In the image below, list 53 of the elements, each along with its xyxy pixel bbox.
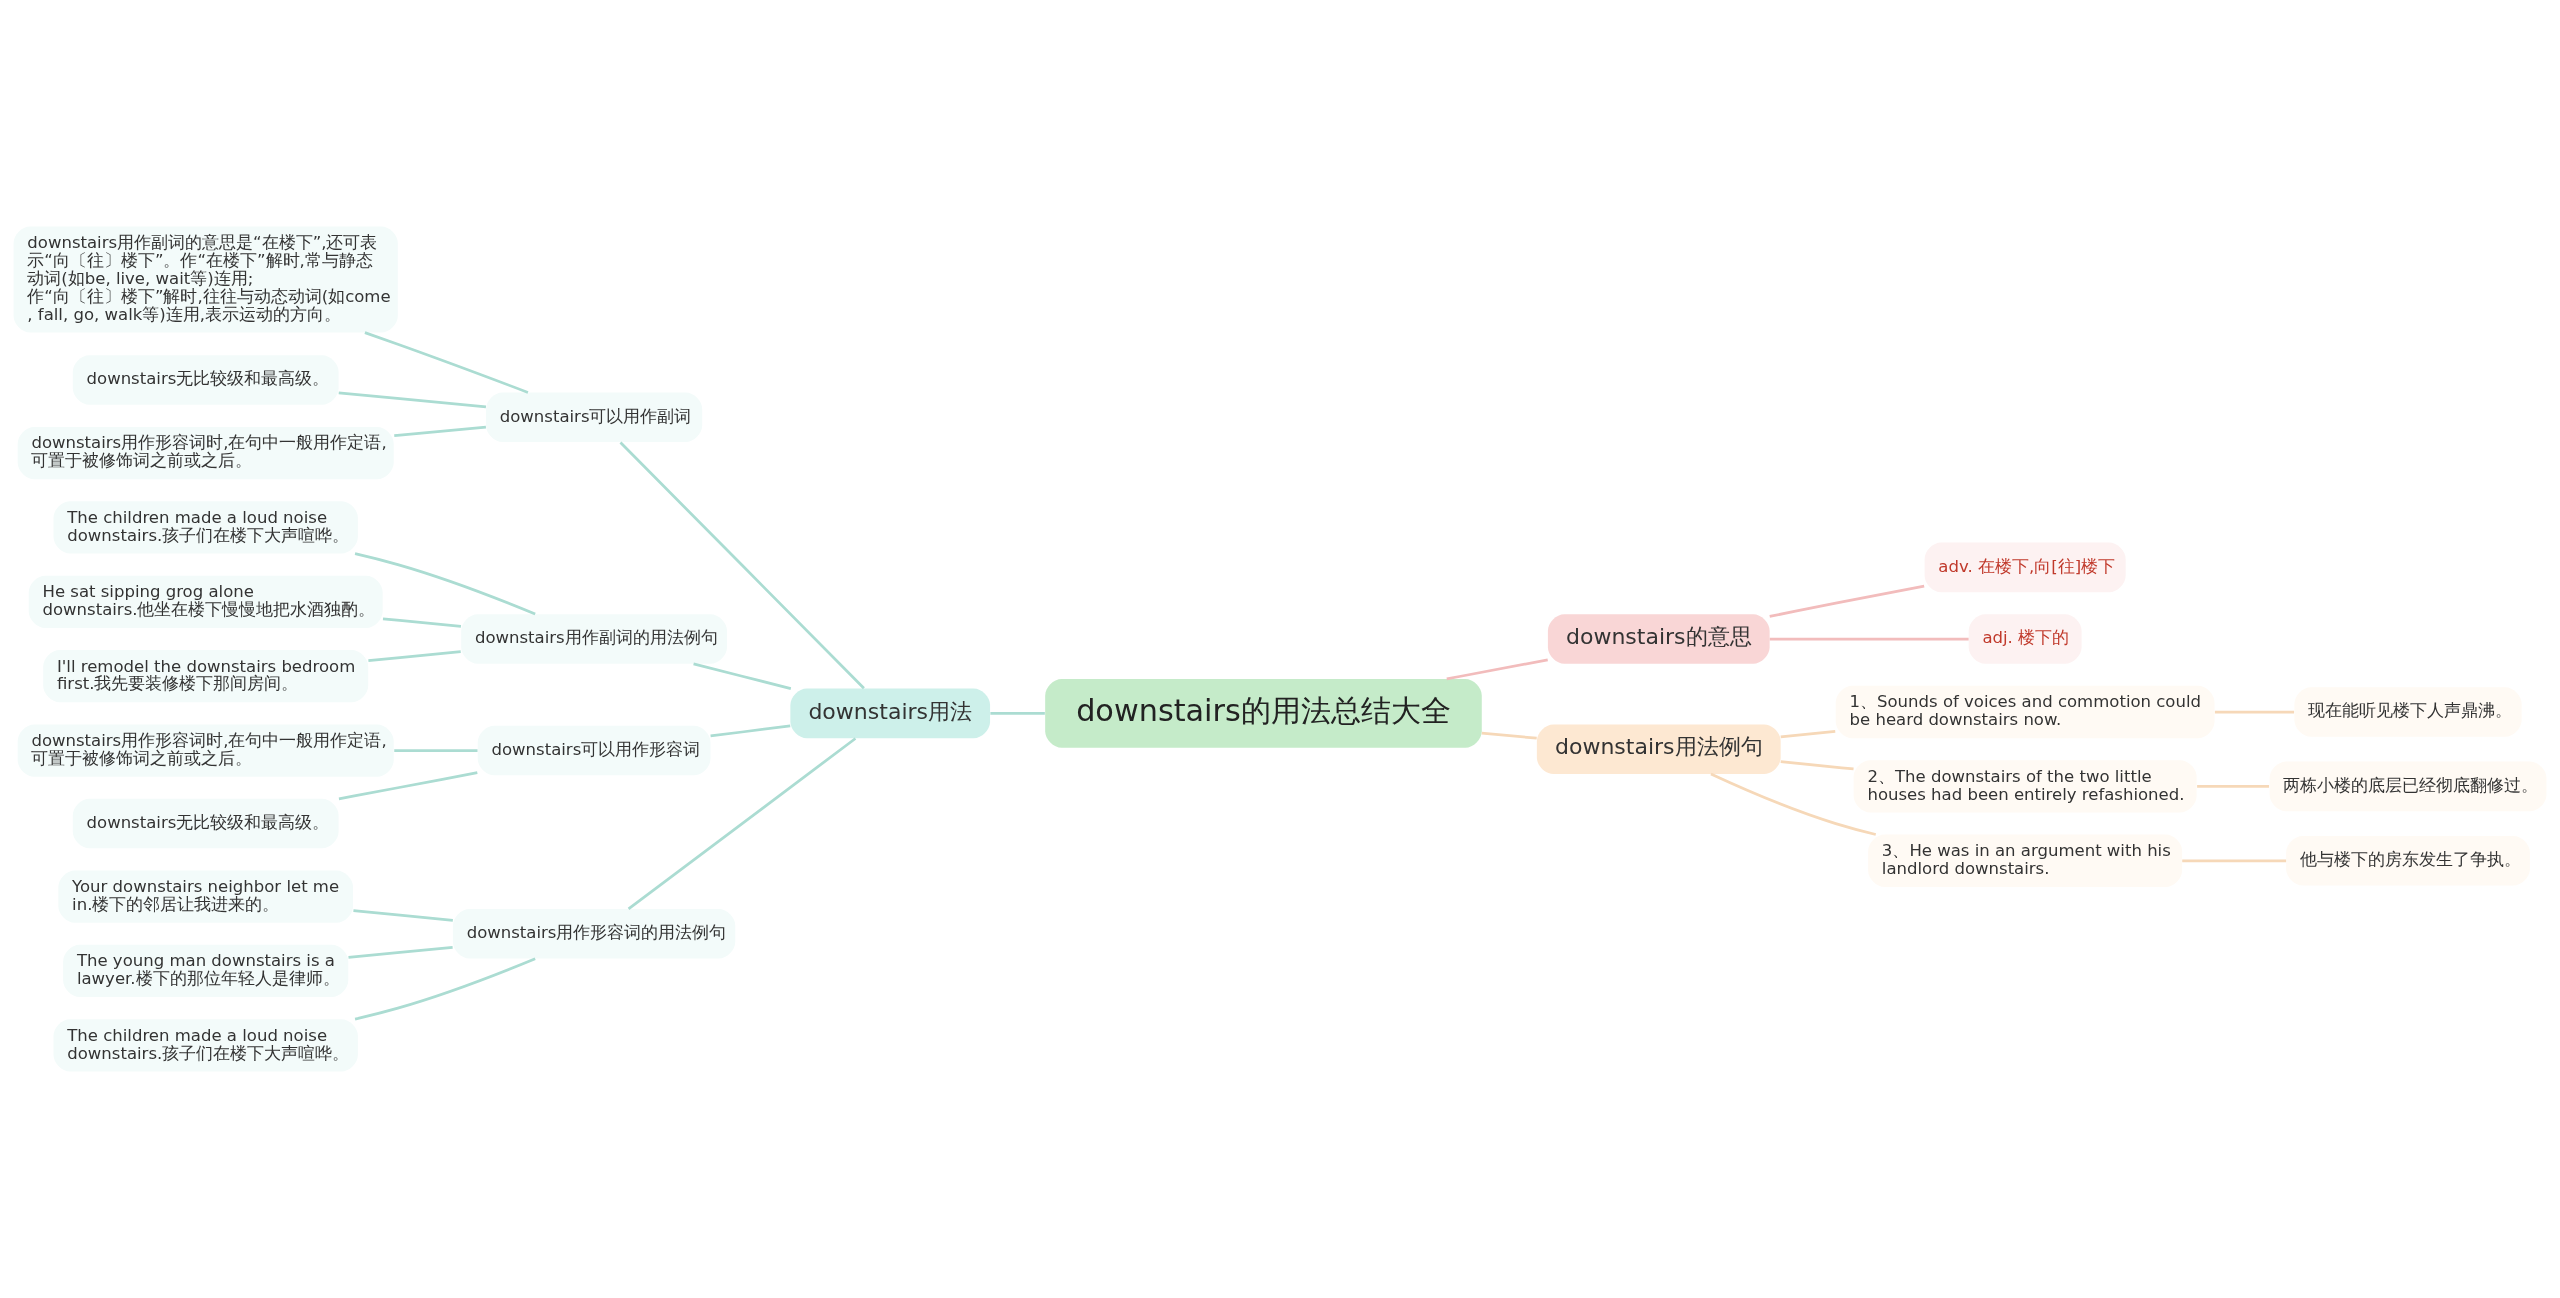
connector	[1710, 772, 1877, 836]
node-box: downstairs用作副词的用法例句	[461, 614, 727, 664]
node-box: downstairs无比较级和最高级。	[72, 355, 339, 405]
node-box: The children made a loud noise downstairs.孩子们在楼下大声喧哗。	[53, 501, 358, 554]
node-box: downstairs的用法总结大全	[1045, 678, 1482, 748]
connector	[354, 957, 536, 1021]
connector	[394, 749, 478, 752]
connector	[368, 650, 461, 662]
connector	[353, 909, 453, 922]
node-box: downstairs用作形容词时,在句中一般用作定语,可置于被修饰词之前或之后。	[17, 724, 394, 777]
connector	[619, 441, 865, 690]
node-box: 他与楼下的房东发生了争执。	[2286, 835, 2530, 886]
connector	[1780, 760, 1854, 771]
node-box: downstairs无比较级和最高级。	[72, 798, 339, 849]
node-box: downstairs用作形容词的用法例句	[452, 908, 736, 959]
node-box: downstairs用法	[790, 688, 991, 739]
node-box: He sat sipping grog alone downstairs.他坐在楼下慢慢地把水酒独酌。	[28, 575, 383, 628]
node-box: 1、Sounds of voices and commotion could be heard downstairs now.	[1835, 685, 2215, 739]
node-box: downstairs的意思	[1547, 614, 1770, 664]
connector	[348, 945, 453, 959]
node-box: The young man downstairs is a lawyer.楼下的那位年轻人是律师。	[63, 944, 349, 998]
connector	[2182, 859, 2287, 863]
connector	[2197, 785, 2270, 788]
node-box: downstairs用作副词的意思是“在楼下”,还可表示“向〔往〕楼下”。作“在楼下”解时,常与静态动词(如be, live, wait等)连用; 作“向〔往〕楼下”解时,往往与动态动词(如come, fall, go, walk等)连用,表示运动的方向。	[13, 226, 398, 333]
node-box: The children made a loud noise downstairs.孩子们在楼下大声喧哗。	[53, 1019, 358, 1072]
connector	[710, 724, 791, 738]
node-box: 现在能听见楼下人声鼎沸。	[2294, 687, 2522, 737]
node-box: adj. 楼下的	[1968, 614, 2082, 664]
connector	[627, 737, 857, 910]
node-box: downstairs可以用作副词	[486, 392, 703, 443]
node-box: adv. 在楼下,向[往]楼下	[1924, 542, 2126, 593]
connector	[394, 425, 487, 438]
connector	[693, 662, 792, 690]
connector	[364, 331, 529, 394]
connector	[990, 712, 1045, 715]
node-box: 3、He was in an argument with his landlord downstairs.	[1868, 834, 2183, 887]
connector	[354, 552, 536, 616]
connector	[338, 771, 478, 801]
node-box: Your downstairs neighbor let me in.楼下的邻居让我进来的。	[58, 870, 354, 923]
node-box: 2、The downstairs of the two little houses had been entirely refashioned.	[1853, 760, 2197, 813]
connector	[1769, 637, 1969, 641]
node-box: 两栋小楼的底层已经彻底翻修过。	[2269, 761, 2547, 812]
connector	[338, 391, 487, 409]
node-box: downstairs可以用作形容词	[477, 725, 711, 776]
connector	[2214, 710, 2295, 714]
node-box: downstairs用作形容词时,在句中一般用作定语,可置于被修饰词之前或之后。	[17, 426, 394, 480]
node-box: downstairs用法例句	[1536, 724, 1781, 774]
connector	[1481, 731, 1537, 740]
node-box: I'll remodel the downstairs bedroom first.我先要装修楼下那间房间。	[43, 650, 369, 703]
connector	[1769, 584, 1925, 618]
connector	[382, 617, 462, 628]
connector	[1446, 658, 1548, 681]
connector	[1780, 729, 1836, 739]
